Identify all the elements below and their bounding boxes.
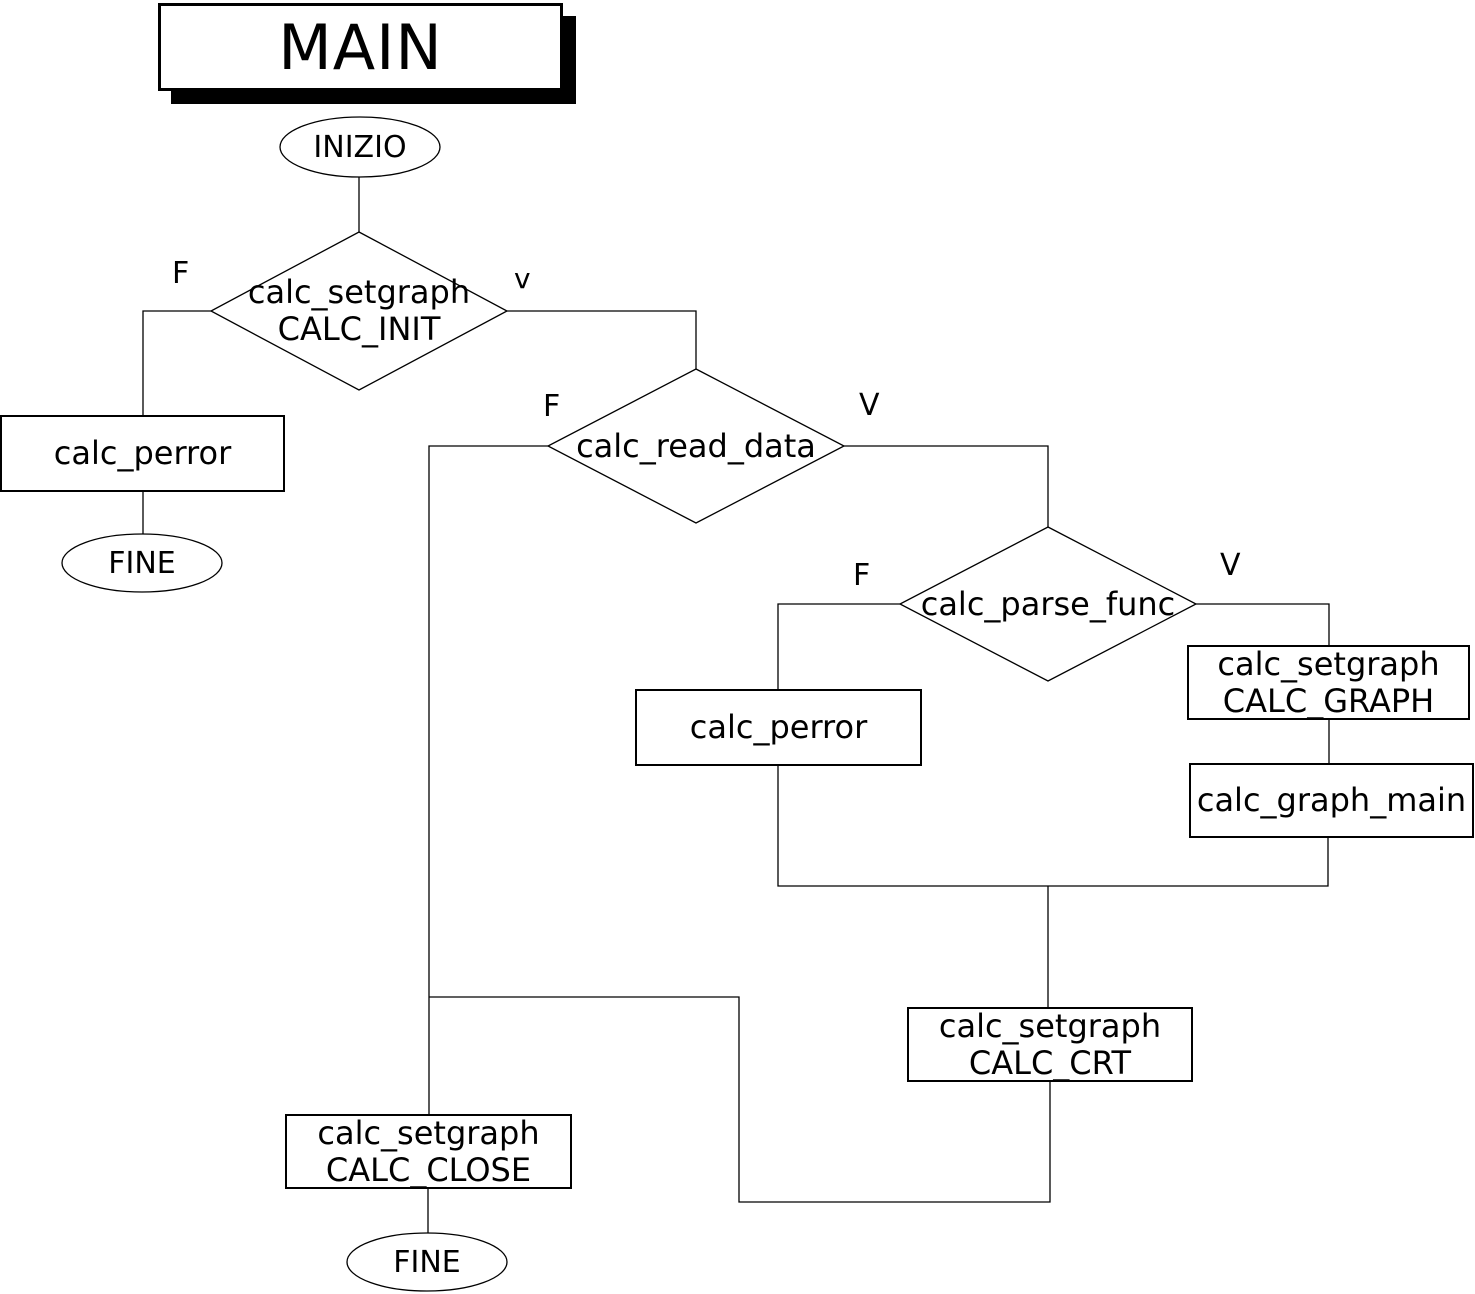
process-calc-perror-left-label: calc_perror [53,434,232,472]
terminator-fine-left-shape [62,534,222,592]
branch-label-parse-true: V [1220,548,1241,583]
edge-init-false [143,311,211,415]
branch-label-init-true: v [514,262,531,295]
decision-calc-read-data-label: calc_read_data [576,427,816,465]
decision-calc-parse-func-label: calc_parse_func [920,585,1176,623]
title-main-label: MAIN [278,10,443,84]
terminator-inizio-shape [280,117,440,177]
process-calc-setgraph-crt: calc_setgraph CALC_CRT [907,1007,1193,1082]
terminator-fine-bottom-shape [347,1233,507,1291]
edge-read-false [429,446,548,1114]
process-calc-setgraph-graph-line1: calc_setgraph [1217,644,1440,683]
process-calc-perror-mid: calc_perror [635,689,922,766]
terminator-inizio-label: INIZIO [313,129,407,165]
branch-label-init-false: F [172,256,190,291]
decision-calc-parse-func-shape [900,527,1196,681]
process-calc-perror-mid-label: calc_perror [689,708,868,746]
process-calc-setgraph-graph: calc_setgraph CALC_GRAPH [1187,645,1470,720]
edge-parse-true [1196,604,1329,645]
process-calc-setgraph-crt-line2: CALC_CRT [968,1043,1132,1082]
edge-parse-false [778,604,900,689]
branch-label-read-false: F [543,389,561,424]
process-calc-perror-left: calc_perror [0,415,285,492]
terminator-fine-left-label: FINE [108,545,176,581]
edge-crt-to-close [429,997,1050,1202]
decision-calc-init-label: calc_setgraph CALC_INIT [209,274,509,348]
process-calc-setgraph-graph-line2: CALC_GRAPH [1222,681,1435,720]
edge-init-true [507,311,696,370]
process-calc-setgraph-close-line1: calc_setgraph [317,1113,540,1152]
terminator-fine-bottom-label: FINE [393,1244,461,1280]
process-calc-setgraph-crt-line1: calc_setgraph [938,1006,1162,1045]
decision-calc-init-line2: CALC_INIT [277,310,441,348]
edge-merge-line [778,765,1328,886]
title-main: MAIN [158,3,563,91]
process-calc-graph-main-label: calc_graph_main [1196,781,1467,819]
decision-calc-init-line1: calc_setgraph [247,273,471,311]
edge-read-true [844,446,1048,527]
process-calc-setgraph-close: calc_setgraph CALC_CLOSE [285,1114,572,1189]
branch-label-parse-false: F [853,558,871,593]
decision-calc-read-data-shape [548,369,844,523]
branch-label-read-true: V [859,388,880,423]
process-calc-graph-main: calc_graph_main [1189,763,1474,838]
decision-calc-init-shape [211,232,507,390]
process-calc-setgraph-close-line2: CALC_CLOSE [325,1150,532,1189]
